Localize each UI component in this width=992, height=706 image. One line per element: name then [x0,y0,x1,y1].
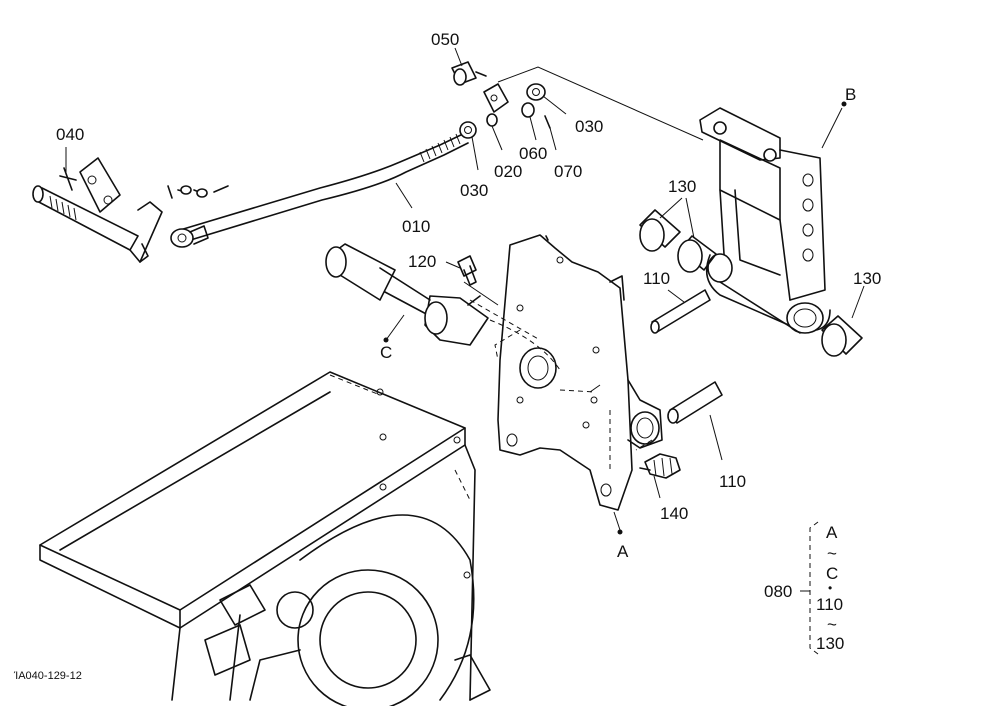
label-040: 040 [56,125,85,144]
bushings-130 [639,209,863,357]
legend-line-110: 110 [816,595,844,614]
label-060: 060 [519,144,548,163]
label-010: 010 [402,217,431,236]
label-130-upper: 130 [668,177,697,196]
label-070: 070 [554,162,583,181]
label-030-upper: 030 [575,117,604,136]
assembly-lines [329,299,653,501]
engine-housing [39,371,491,706]
label-c: C [380,343,393,362]
label-030-lower: 030 [460,181,489,200]
bracket-b [699,107,831,334]
label-120: 120 [408,252,437,271]
plate-a [497,234,663,511]
label-b: B [845,85,857,104]
legend-line-c: C [826,564,839,583]
label-050: 050 [431,30,460,49]
legend-line-a: A [826,523,838,542]
label-110-upper: 110 [643,269,671,288]
pedal-linkage [32,157,229,263]
legend-tilde-1: ~ [827,544,837,563]
label-080: 080 [764,582,793,601]
grease-nipple-120 [457,255,477,286]
label-140: 140 [660,504,689,523]
leader-lines [65,47,865,535]
legend-dot: • [828,581,833,595]
legend-bracket [800,521,819,655]
figure-code: ΊA040-129-12 [14,670,82,682]
shaft-c [325,243,489,346]
label-020: 020 [494,162,523,181]
pins-110 [650,289,723,424]
label-130-right: 130 [853,269,882,288]
label-110-lower: 110 [719,472,747,491]
rod-010 [170,132,469,248]
legend-line-130: 130 [816,634,845,653]
label-a: A [617,542,629,561]
legend-tilde-2: ~ [827,615,837,634]
clevis-parts [451,61,551,139]
bolt-140 [639,453,681,479]
